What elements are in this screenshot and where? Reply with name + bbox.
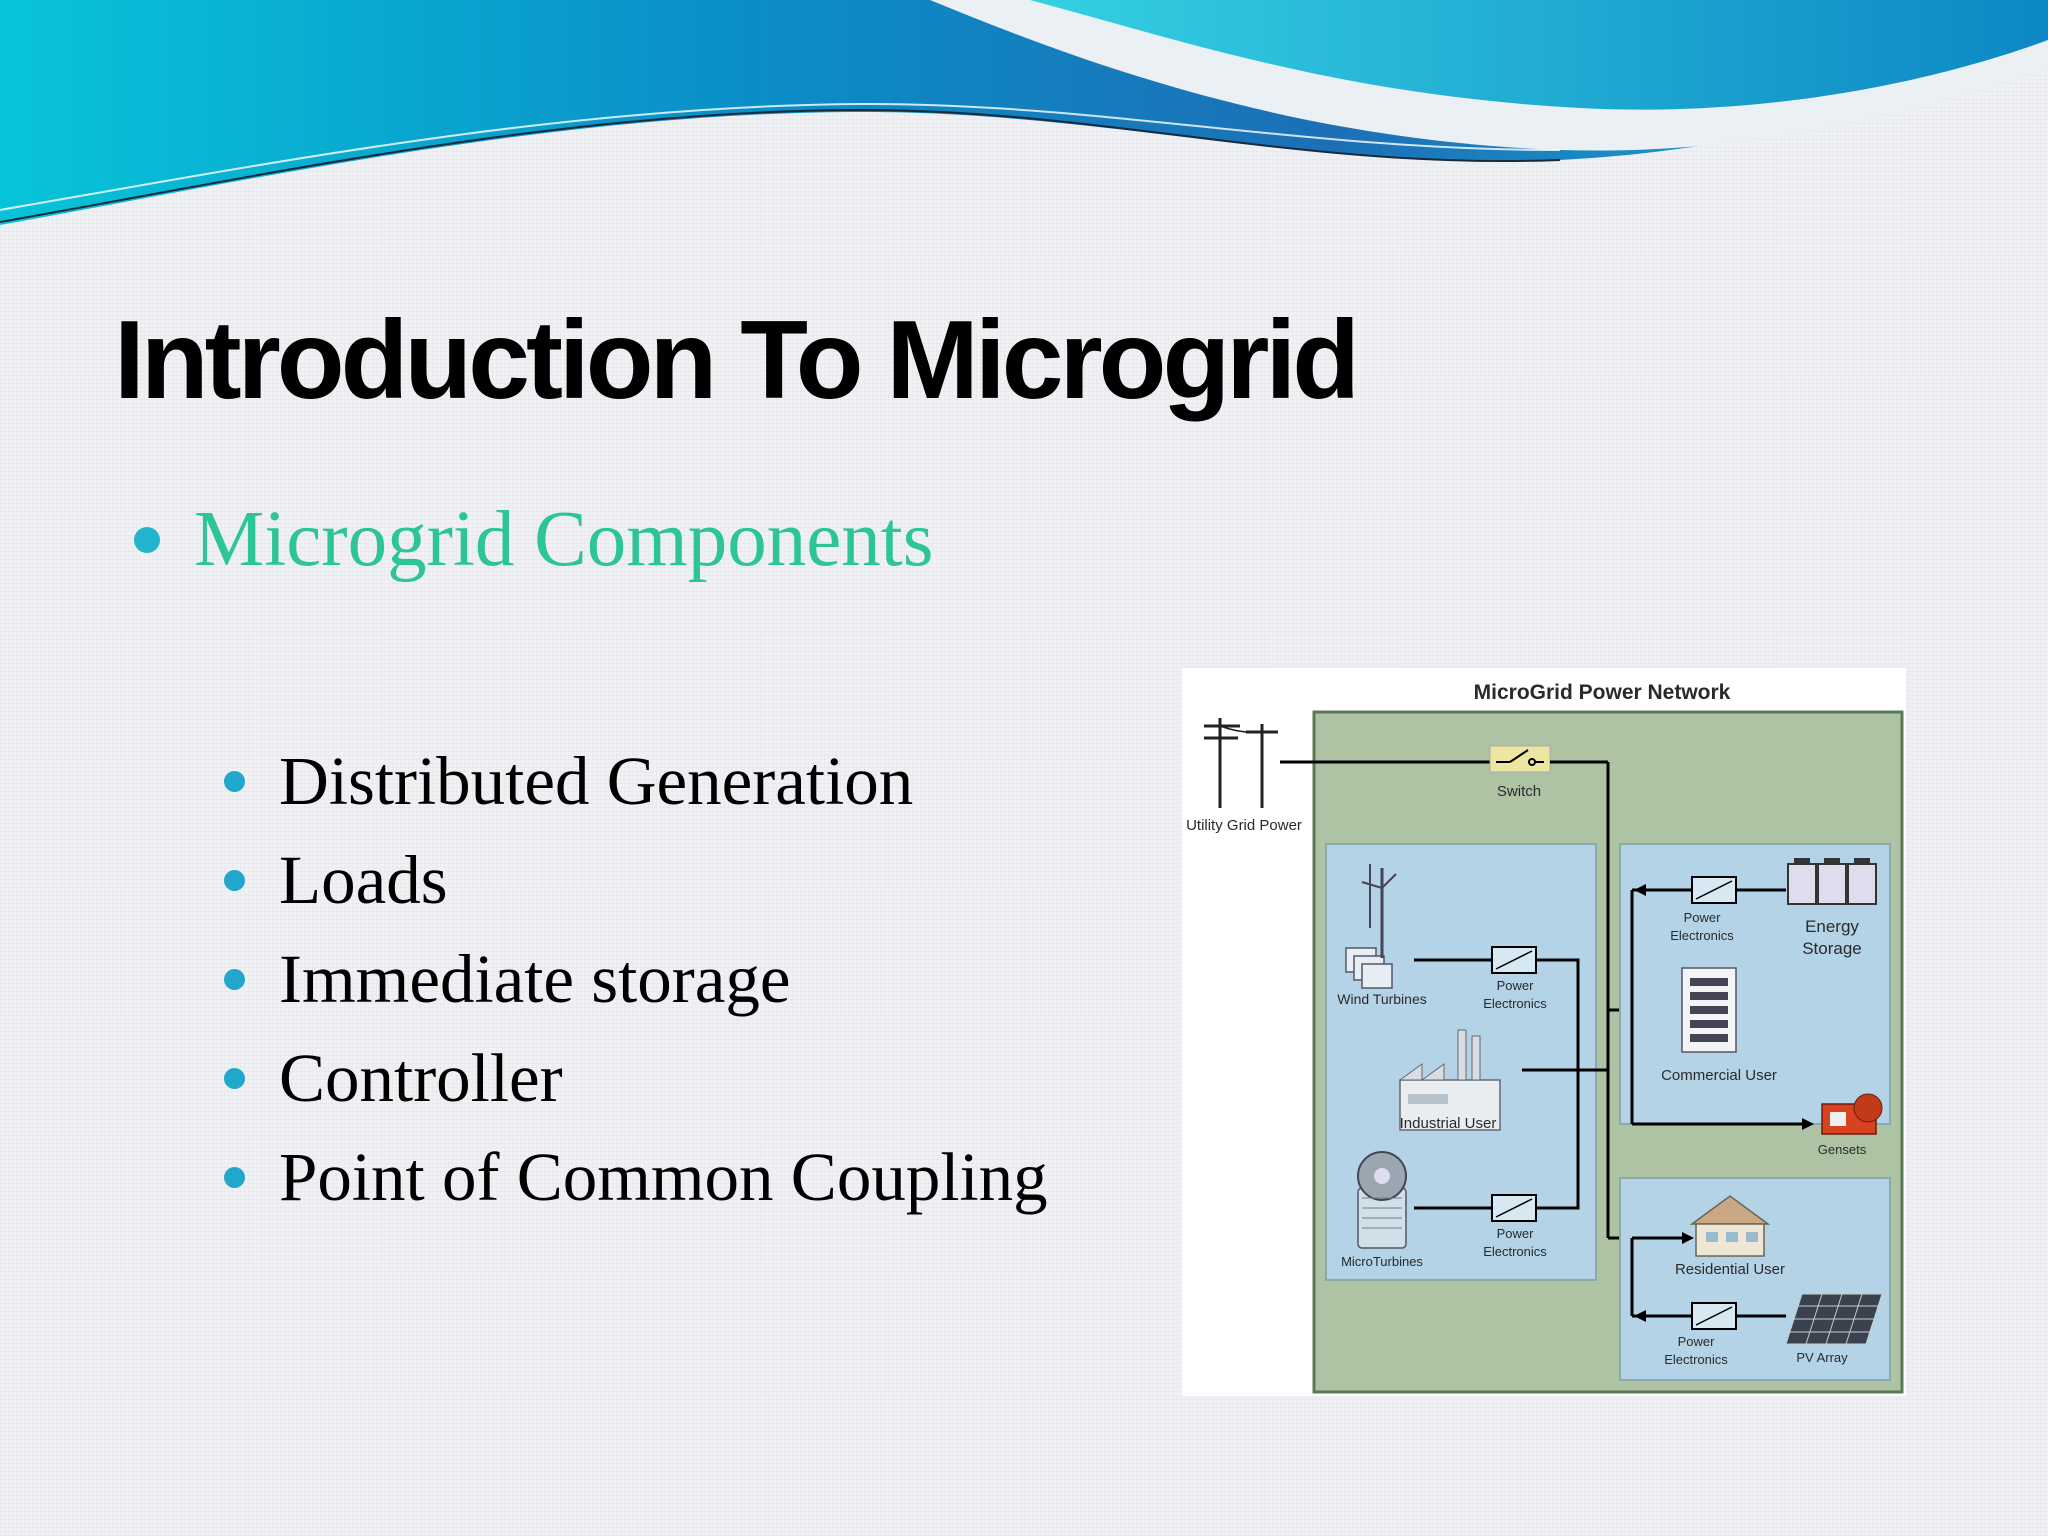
switch-label: Switch bbox=[1497, 783, 1541, 800]
microturbines-label: MicroTurbines bbox=[1341, 1254, 1423, 1269]
list-item: Controller bbox=[224, 1029, 1048, 1128]
pv-array-label: PV Array bbox=[1796, 1350, 1848, 1365]
solar-panel-icon bbox=[1785, 1293, 1883, 1345]
bullet-dot-icon bbox=[224, 870, 245, 891]
arrow-icon bbox=[1682, 1232, 1694, 1244]
component-list: Distributed Generation Loads Immediate s… bbox=[224, 732, 1048, 1227]
power-electronics-label: Electronics bbox=[1483, 1244, 1547, 1259]
header-wave-decoration bbox=[0, 0, 2048, 225]
pe-slash bbox=[1695, 1306, 1733, 1326]
utility-pole-icon bbox=[1204, 718, 1278, 808]
gensets-label: Gensets bbox=[1818, 1142, 1867, 1157]
connector-line bbox=[1536, 958, 1580, 1180]
list-item-text: Point of Common Coupling bbox=[279, 1139, 1048, 1215]
diagram-title: MicroGrid Power Network bbox=[1474, 681, 1731, 704]
industrial-user-label: Industrial User bbox=[1400, 1115, 1497, 1132]
microturbine-icon bbox=[1357, 1151, 1407, 1249]
arrow-icon bbox=[1634, 1310, 1646, 1322]
power-electronics-label: Power bbox=[1678, 1334, 1716, 1349]
residential-pv-panel bbox=[1619, 1177, 1891, 1381]
list-item: Point of Common Coupling bbox=[224, 1128, 1048, 1227]
microgrid-power-network-diagram: MicroGrid Power Network Utility Grid Pow… bbox=[1182, 668, 1906, 1396]
bullet-microgrid-components: Microgrid Components bbox=[134, 500, 933, 579]
battery-icon bbox=[1787, 858, 1877, 905]
power-electronics-label: Power bbox=[1497, 978, 1535, 993]
power-electronics-label: Electronics bbox=[1664, 1352, 1728, 1367]
list-item-text: Loads bbox=[279, 842, 448, 918]
list-item: Loads bbox=[224, 831, 1048, 930]
pe-slash bbox=[1495, 950, 1533, 970]
genset-icon bbox=[1821, 1093, 1883, 1135]
power-electronics-label: Power bbox=[1684, 910, 1722, 925]
list-item-text: Immediate storage bbox=[279, 941, 791, 1017]
bullet-text: Microgrid Components bbox=[194, 496, 934, 583]
commercial-user-label: Commercial User bbox=[1661, 1067, 1777, 1084]
list-item-text: Distributed Generation bbox=[279, 743, 914, 819]
switch-box bbox=[1489, 745, 1551, 773]
office-building-icon bbox=[1681, 967, 1737, 1053]
wind-turbine-icon bbox=[1345, 864, 1397, 989]
bullet-dot-icon bbox=[224, 1167, 245, 1188]
switch-icon bbox=[1496, 749, 1544, 766]
energy-storage-label: Energy bbox=[1805, 917, 1859, 936]
pe-slash bbox=[1695, 880, 1733, 900]
connector-line bbox=[1536, 1180, 1580, 1210]
power-electronics-label: Electronics bbox=[1483, 996, 1547, 1011]
bullet-dot-icon bbox=[224, 1068, 245, 1089]
wind-turbines-label: Wind Turbines bbox=[1337, 991, 1426, 1007]
bullet-dot-icon bbox=[224, 771, 245, 792]
power-electronics-label: Electronics bbox=[1670, 928, 1734, 943]
residential-user-label: Residential User bbox=[1675, 1261, 1785, 1278]
arrow-icon bbox=[1802, 1118, 1814, 1130]
power-electronics-label: Power bbox=[1497, 1226, 1535, 1241]
bullet-dot-icon bbox=[134, 526, 160, 553]
bullet-dot-icon bbox=[224, 969, 245, 990]
list-item-text: Controller bbox=[279, 1040, 563, 1116]
utility-grid-label: Utility Grid Power bbox=[1186, 817, 1302, 834]
factory-icon bbox=[1398, 1029, 1501, 1131]
pe-slash bbox=[1495, 1198, 1533, 1218]
slide-title: Introduction To Microgrid bbox=[114, 298, 1360, 422]
list-item: Immediate storage bbox=[224, 930, 1048, 1029]
house-icon bbox=[1689, 1195, 1771, 1257]
arrow-icon bbox=[1634, 884, 1646, 896]
list-item: Distributed Generation bbox=[224, 732, 1048, 831]
energy-storage-label: Storage bbox=[1802, 939, 1862, 958]
